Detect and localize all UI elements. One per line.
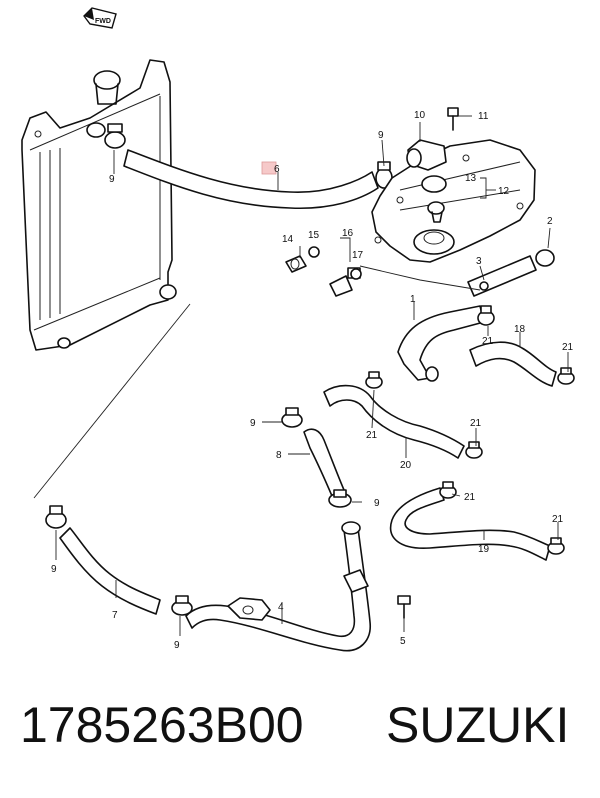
hose-7 <box>59 527 161 615</box>
callout-19: 19 <box>478 544 490 555</box>
clamp-9-mid <box>281 407 303 428</box>
callout-9-bottom: 9 <box>174 640 180 651</box>
callout-7: 7 <box>112 610 118 621</box>
part-number: 1785263B00 <box>20 697 304 753</box>
callout-12: 12 <box>498 186 510 197</box>
pipe-bracket-2 <box>343 569 369 593</box>
clamp-9-bottom <box>171 595 193 616</box>
callout-8: 8 <box>276 450 282 461</box>
clamp-21-d <box>465 441 483 459</box>
callout-21-a: 21 <box>482 336 494 347</box>
callout-21-e: 21 <box>464 492 476 503</box>
clamp-21-c <box>365 371 383 389</box>
callout-3: 3 <box>476 256 482 267</box>
hose-18 <box>469 341 557 387</box>
callout-16: 16 <box>342 228 354 239</box>
callout-10: 10 <box>414 110 426 121</box>
washer-17 <box>350 268 362 280</box>
callout-9-radiator: 9 <box>109 174 115 185</box>
callout-13: 13 <box>465 173 477 184</box>
callout-9-top: 9 <box>378 130 384 141</box>
callout-6: 6 <box>274 164 280 175</box>
callout-4: 4 <box>278 602 284 613</box>
callout-21-c: 21 <box>366 430 378 441</box>
highlight-marker <box>261 161 277 175</box>
pipe-bracket <box>227 597 271 621</box>
callout-21-f: 21 <box>552 514 564 525</box>
hose-6 <box>123 149 379 210</box>
hose-1 <box>397 305 485 381</box>
clamp-21-b <box>557 367 575 385</box>
callout-20: 20 <box>400 460 412 471</box>
engine-housing <box>371 139 536 263</box>
callout-14: 14 <box>282 234 294 245</box>
callout-9-left: 9 <box>51 564 57 575</box>
hose-19 <box>389 487 551 561</box>
clamp-21-a <box>477 305 495 326</box>
parts-diagram: FWD <box>21 7 575 652</box>
bolt-11 <box>447 107 459 131</box>
callout-17: 17 <box>352 250 364 261</box>
callout-18: 18 <box>514 324 526 335</box>
callout-21-d: 21 <box>470 418 482 429</box>
brand-name: SUZUKI <box>386 697 570 753</box>
callout-15: 15 <box>308 230 320 241</box>
sensor-14 <box>285 255 307 273</box>
hose-4 <box>185 527 371 652</box>
fwd-arrow-icon: FWD <box>83 7 117 29</box>
callout-1: 1 <box>410 294 416 305</box>
washer-15 <box>308 246 320 258</box>
hose-20 <box>323 384 465 459</box>
clamp-21-f <box>547 537 565 555</box>
callout-21-b: 21 <box>562 342 574 353</box>
callout-5: 5 <box>400 636 406 647</box>
fwd-label: FWD <box>95 18 111 25</box>
clamp-21-e <box>439 481 457 499</box>
clamp-9-left <box>45 505 67 529</box>
callout-9-hose8: 9 <box>374 498 380 509</box>
callout-9-mid: 9 <box>250 418 256 429</box>
clamp-left-top <box>104 123 126 149</box>
callout-11: 11 <box>478 111 489 122</box>
callout-2: 2 <box>547 216 553 227</box>
bolt-5 <box>397 595 411 619</box>
radiator <box>21 59 177 351</box>
clamp-9-hose8 <box>328 489 352 508</box>
pipe-2 <box>467 249 555 297</box>
hose-8 <box>303 428 345 497</box>
